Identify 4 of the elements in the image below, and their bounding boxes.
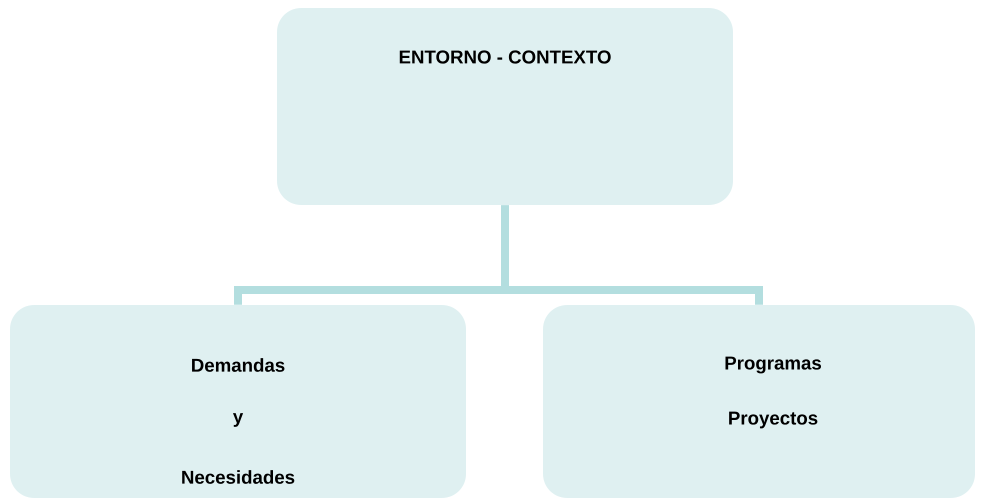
process-box: ENTORNO - CONTEXTO (277, 8, 733, 205)
process-box: Demandas y Necesidades (10, 305, 466, 498)
connector-line (501, 205, 763, 305)
process-box: Programas Proyectos (543, 305, 976, 498)
